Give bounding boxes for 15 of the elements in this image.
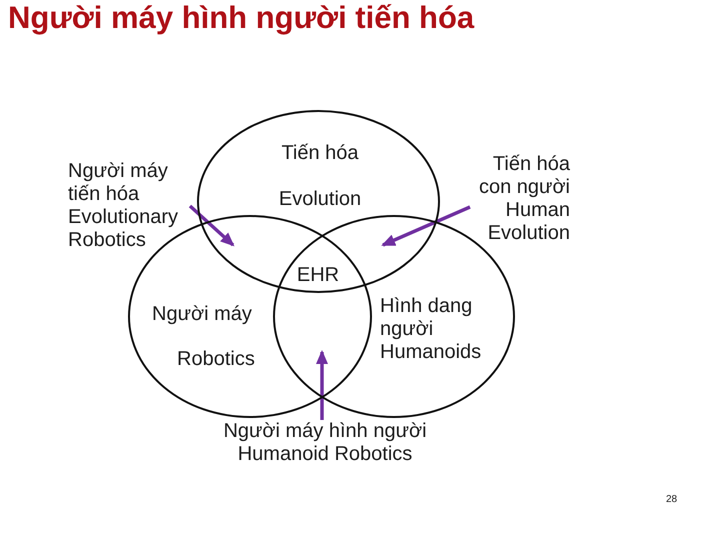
circle-label: Evolution bbox=[278, 188, 362, 211]
arrow bbox=[316, 350, 328, 420]
arrow bbox=[381, 205, 471, 247]
venn-circle bbox=[197, 110, 440, 293]
region-label: EHR bbox=[296, 264, 340, 287]
arrow bbox=[188, 204, 234, 246]
page-number: 28 bbox=[666, 494, 678, 506]
slide-title: Người máy hình người tiến hóa bbox=[8, 0, 474, 36]
circle-label: Hình dang người Humanoids bbox=[380, 295, 482, 364]
callout-label: Tiến hóa con người Human Evolution bbox=[470, 153, 570, 245]
circle-label: Robotics bbox=[177, 348, 255, 371]
callout-label: Người máy hình người Humanoid Robotics bbox=[220, 420, 430, 466]
callout-label: Người máy tiến hóa Evolutionary Robotics bbox=[68, 160, 190, 252]
circle-label: Người máy bbox=[152, 303, 252, 326]
circle-label: Tiến hóa bbox=[281, 142, 359, 165]
